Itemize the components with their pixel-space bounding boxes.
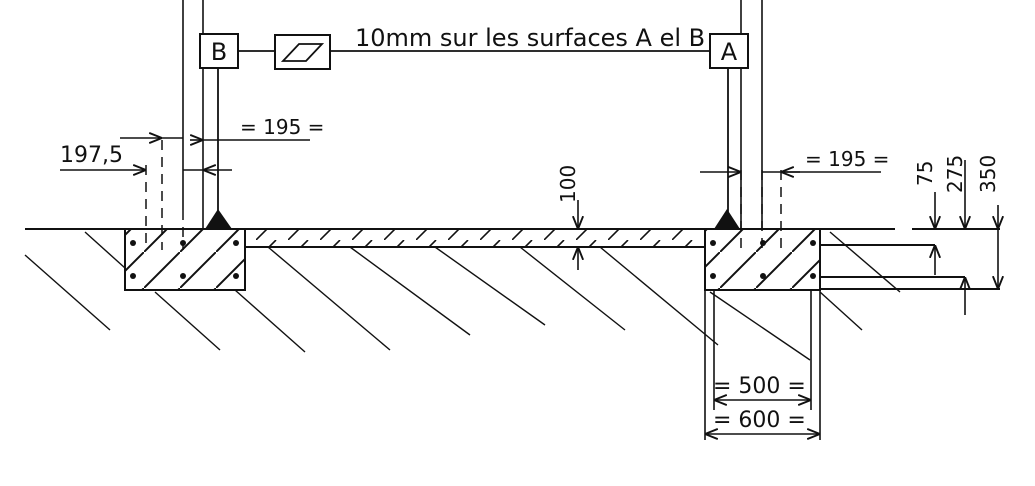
dimension-195-left-label: = 195 = — [240, 115, 324, 139]
flatness-symbol-frame — [274, 34, 331, 70]
datum-a-box: A — [709, 33, 749, 69]
weld-mark-right — [714, 209, 740, 229]
flatness-icon — [280, 43, 325, 62]
dimension-500-label: = 500 = — [713, 374, 806, 399]
dimension-275-label: 275 — [943, 155, 967, 193]
dimension-100-label: 100 — [556, 165, 580, 203]
dimension-350-label: 350 — [976, 155, 1000, 193]
datum-b-label: B — [211, 38, 227, 66]
soil-hatching — [24, 231, 901, 361]
left-footing-rebars — [130, 240, 239, 279]
datum-a-label: A — [721, 38, 738, 66]
level-lines — [820, 244, 1000, 290]
left-footing — [124, 228, 246, 291]
dimension-600-label: = 600 = — [713, 408, 806, 433]
datum-b-box: B — [199, 33, 239, 69]
dimension-75-label: 75 — [913, 161, 937, 186]
footing-extension-lines — [704, 290, 821, 440]
dimension-195-right-label: = 195 = — [805, 147, 889, 171]
right-footing-rebars — [710, 240, 816, 279]
dimension-197-5 — [60, 138, 232, 170]
tolerance-note: 10mm sur les surfaces A el B — [355, 24, 705, 52]
concrete-slab — [244, 228, 706, 248]
dashed-axis-lines — [145, 140, 782, 250]
dimension-197-5-label: 197,5 — [60, 143, 123, 168]
weld-mark-left — [205, 209, 232, 229]
